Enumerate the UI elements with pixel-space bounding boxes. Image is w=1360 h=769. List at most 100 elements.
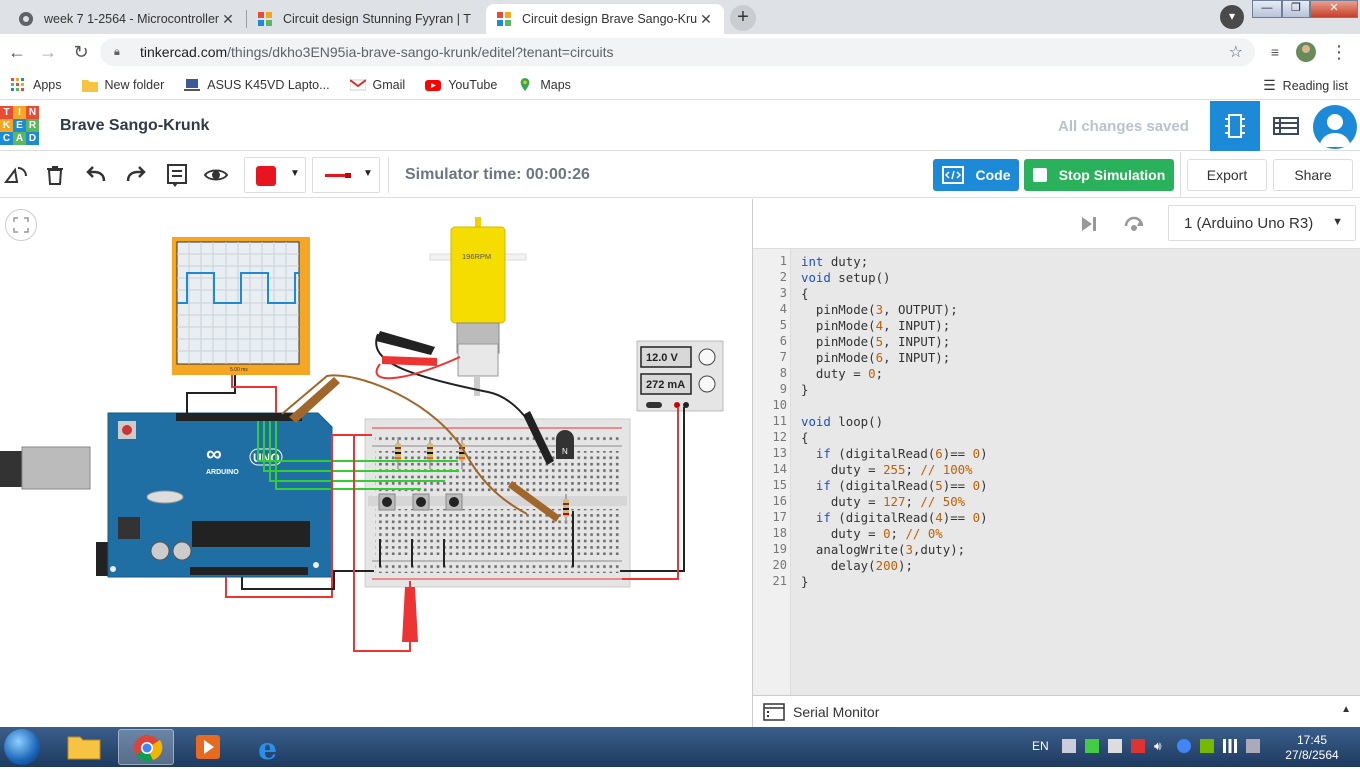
wires (186, 333, 685, 652)
resistor[interactable] (459, 437, 465, 469)
supply-voltage-readout: 12.0 V (646, 352, 678, 364)
tray-antivirus-icon[interactable] (1131, 739, 1145, 753)
stop-simulation-button[interactable]: Stop Simulation (1024, 159, 1174, 191)
line-number: 9 (779, 382, 787, 396)
color-swatch (256, 166, 276, 186)
bookmark-label: Apps (33, 77, 62, 92)
wire-type-dropdown[interactable]: ▼ (312, 157, 380, 193)
bookmark-maps[interactable]: Maps (517, 77, 571, 92)
taskbar-clock[interactable]: 17:45 27/8/2564 (1280, 733, 1344, 763)
tab-title: Circuit design Brave Sango-Krunk (522, 12, 698, 26)
tray-network-icon[interactable] (1062, 739, 1076, 753)
media-control-icon[interactable]: ≡ (1270, 44, 1280, 60)
taskbar-file-explorer[interactable] (56, 729, 112, 765)
delete-trash-icon[interactable] (42, 162, 68, 188)
tray-google-icon[interactable] (1177, 739, 1191, 753)
alligator-clip[interactable] (382, 356, 437, 366)
undo-icon[interactable] (84, 162, 110, 188)
resistor[interactable] (563, 494, 569, 524)
taskbar-chrome[interactable] (118, 729, 174, 765)
alligator-clip[interactable] (523, 411, 554, 465)
browser-tab-3[interactable]: Circuit design Brave Sango-Krunk ✕ (486, 4, 724, 34)
back-arrow-icon[interactable]: ← (8, 42, 26, 62)
bookmark-youtube[interactable]: YouTube (425, 78, 497, 92)
restore-window-button[interactable]: ❐ (1282, 0, 1310, 18)
notes-icon[interactable] (164, 162, 190, 188)
pushbutton[interactable] (445, 493, 463, 511)
wire-color-dropdown[interactable]: ▼ (244, 157, 306, 193)
tray-nvidia-icon[interactable] (1200, 739, 1214, 753)
user-avatar[interactable] (1313, 105, 1357, 149)
oscilloscope[interactable]: 5.00 ms (172, 237, 310, 375)
windows-start-button[interactable] (4, 729, 40, 765)
alligator-clip[interactable] (289, 377, 340, 423)
address-bar[interactable]: 🔒︎ tinkercad.com/things/dkho3EN95ia-brav… (100, 38, 1255, 66)
tray-volume-icon[interactable]: 🔊︎ (1154, 739, 1162, 753)
npn-transistor[interactable]: N (556, 430, 574, 459)
breadboard[interactable]: N (364, 418, 631, 588)
arduino-uno[interactable]: ∞ ARDUINO UNO (0, 412, 333, 578)
bookmark-new-folder[interactable]: New folder (81, 77, 165, 92)
simulator-time: Simulator time: 00:00:26 (405, 166, 590, 183)
browser-tab-1[interactable]: week 7 1-2564 - Microcontroller ✕ (8, 4, 246, 34)
tray-update-icon[interactable] (1085, 739, 1099, 753)
close-tab-icon[interactable]: ✕ (700, 10, 712, 27)
share-button[interactable]: Share (1273, 159, 1353, 191)
code-editor[interactable]: int duty;void setup(){ pinMode(3, OUTPUT… (791, 249, 1360, 695)
tray-flag-icon[interactable] (1108, 739, 1122, 753)
scope-time-label: 5.00 ms (230, 367, 248, 373)
code-line: delay(200); (801, 558, 913, 573)
browser-tab-2[interactable]: Circuit design Stunning Fyyran | T (247, 4, 485, 34)
input-language[interactable]: EN (1032, 739, 1049, 753)
design-title[interactable]: Brave Sango-Krunk (60, 117, 210, 134)
serial-monitor-toggle[interactable]: Serial Monitor ▲ (753, 695, 1360, 727)
new-tab-button[interactable]: + (730, 5, 756, 31)
pushbutton[interactable] (412, 493, 430, 511)
export-button[interactable]: Export (1187, 159, 1267, 191)
component-list-view-button[interactable] (1260, 101, 1312, 151)
reload-icon[interactable]: ↻ (73, 42, 89, 62)
dc-motor[interactable]: 196RPM (429, 217, 527, 396)
chrome-menu-icon[interactable]: ⋮ (1330, 42, 1348, 62)
chrome-tab-search-icon[interactable]: ▾ (1220, 5, 1244, 29)
zoom-to-fit-button[interactable] (5, 209, 37, 241)
taskbar-media-player[interactable] (180, 729, 236, 765)
tinkercad-logo[interactable]: T I N K E R C A D (0, 106, 40, 146)
minimize-window-button[interactable]: — (1252, 0, 1282, 18)
close-window-button[interactable]: ✕ (1310, 0, 1358, 18)
alligator-clip[interactable] (376, 331, 435, 355)
bookmark-star-icon[interactable]: ☆ (1228, 44, 1243, 61)
tray-signal-icon[interactable] (1223, 739, 1237, 753)
line-number: 3 (779, 286, 787, 300)
device-select-dropdown[interactable]: 1 (Arduino Uno R3) ▼ (1168, 205, 1356, 241)
line-number: 7 (779, 350, 787, 364)
redo-icon[interactable] (122, 162, 148, 188)
circuit-canvas[interactable]: 5.00 ms 196RPM 12.0 V 272 mA (0, 199, 752, 727)
profile-avatar-icon[interactable] (1295, 41, 1317, 63)
pushbutton[interactable] (378, 493, 396, 511)
forward-arrow-icon[interactable]: → (39, 42, 57, 62)
bookmark-gmail[interactable]: Gmail (349, 78, 405, 92)
alligator-clip[interactable] (508, 481, 560, 522)
visibility-eye-icon[interactable] (203, 162, 229, 188)
reading-list-button[interactable]: ☰ Reading list (1263, 77, 1348, 94)
close-tab-icon[interactable]: ✕ (222, 10, 234, 27)
power-supply[interactable]: 12.0 V 272 mA (636, 340, 724, 412)
taskbar-internet-explorer[interactable]: e (242, 729, 298, 767)
bookmark-asus[interactable]: ASUS K45VD Lapto... (184, 78, 330, 92)
step-over-icon[interactable] (1123, 212, 1145, 234)
logo-letter: I (13, 106, 26, 119)
tray-action-center-icon[interactable] (1246, 739, 1260, 753)
rotate-icon[interactable] (3, 162, 29, 188)
circuit-view-button[interactable] (1210, 101, 1260, 151)
code-button-label: Code (975, 167, 1011, 183)
code-button[interactable]: Code (933, 159, 1019, 191)
alligator-clip[interactable] (402, 587, 418, 642)
resistor[interactable] (427, 437, 433, 469)
bookmark-label: New folder (104, 77, 165, 92)
resistor[interactable] (395, 437, 401, 469)
line-number: 19 (772, 542, 787, 556)
step-debug-icon[interactable] (1079, 214, 1099, 234)
bookmark-apps[interactable]: Apps (10, 77, 62, 92)
code-line: if (digitalRead(5)== 0) (815, 478, 988, 493)
